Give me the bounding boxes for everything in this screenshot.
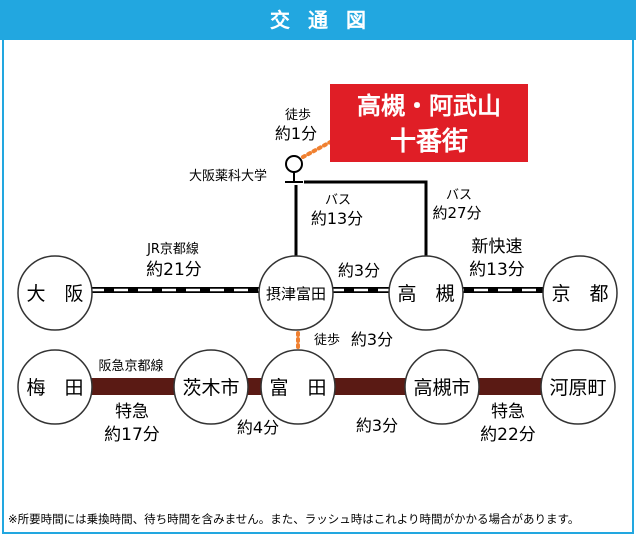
station-takatsukishi: 高槻市 bbox=[404, 349, 480, 425]
map-frame bbox=[2, 40, 634, 534]
seg-ibaraki-tonda-time: 約4分 bbox=[237, 418, 279, 437]
walk-dots-top bbox=[301, 138, 336, 159]
bus-left-time: 約13分 bbox=[311, 209, 363, 228]
rapid-time: 約13分 bbox=[469, 260, 525, 280]
station-umeda: 梅 田 bbox=[17, 349, 93, 425]
walk-mid-mode: 徒歩 bbox=[314, 333, 340, 348]
station-ibarakishi: 茨木市 bbox=[173, 349, 249, 425]
bus-left-mode: バス bbox=[325, 193, 351, 208]
station-osaka: 大 阪 bbox=[17, 255, 93, 331]
footnote: ※所要時間には乗換時間、待ち時間を含みません。また、ラッシュ時はこれより時間がか… bbox=[8, 512, 580, 526]
station-kawaramachi-label: 河原町 bbox=[549, 377, 606, 399]
seg-takatsukishi-kawaramachi-type: 特急 bbox=[491, 402, 525, 422]
header-bar: 交通図 bbox=[0, 0, 636, 40]
station-kyoto: 京 都 bbox=[542, 255, 618, 331]
bus-right-time: 約27分 bbox=[432, 204, 481, 222]
station-kawaramachi: 河原町 bbox=[540, 349, 616, 425]
station-takatsuki-label: 高 槻 bbox=[397, 283, 454, 305]
walk-top-mode: 徒歩 bbox=[285, 108, 311, 123]
walk-top-time: 約1分 bbox=[275, 124, 317, 143]
bus-line-right bbox=[304, 180, 428, 258]
station-tonda-label: 富 田 bbox=[269, 377, 326, 399]
jr-time: 約21分 bbox=[146, 260, 202, 280]
station-ibarakishi-label: 茨木市 bbox=[182, 377, 239, 399]
station-kyoto-label: 京 都 bbox=[551, 283, 608, 305]
seg-takatsukishi-kawaramachi-time: 約22分 bbox=[480, 425, 536, 445]
seg-umeda-ibaraki-time: 約17分 bbox=[104, 425, 160, 445]
station-umeda-label: 梅 田 bbox=[26, 377, 83, 399]
walk-mid-time: 約3分 bbox=[351, 330, 393, 349]
station-osaka-label: 大 阪 bbox=[26, 283, 83, 305]
station-tonda: 富 田 bbox=[260, 349, 336, 425]
university-name: 大阪薬科大学 bbox=[189, 168, 267, 184]
station-settsutonda: 摂津富田 bbox=[258, 255, 334, 331]
destination-line1: 高槻・阿武山 bbox=[357, 92, 501, 120]
page-title: 交通図 bbox=[270, 8, 384, 32]
destination-line2: 十番街 bbox=[390, 127, 468, 157]
seg-umeda-ibaraki-type: 特急 bbox=[115, 402, 149, 422]
station-takatsuki: 高 槻 bbox=[388, 255, 464, 331]
destination-box bbox=[330, 84, 528, 162]
rapid-name: 新快速 bbox=[472, 237, 523, 257]
station-settsutonda-label: 摂津富田 bbox=[266, 285, 326, 303]
bus-right-mode: バス bbox=[446, 188, 472, 203]
hankyu-line-name: 阪急京都線 bbox=[98, 358, 163, 374]
jr-line-name: JR京都線 bbox=[146, 241, 199, 257]
station-takatsukishi-label: 高槻市 bbox=[413, 377, 470, 399]
settsu-takatsuki-time: 約3分 bbox=[338, 261, 380, 280]
university-marker-icon bbox=[285, 155, 303, 173]
seg-tonda-takatsukishi-time: 約3分 bbox=[356, 416, 398, 435]
